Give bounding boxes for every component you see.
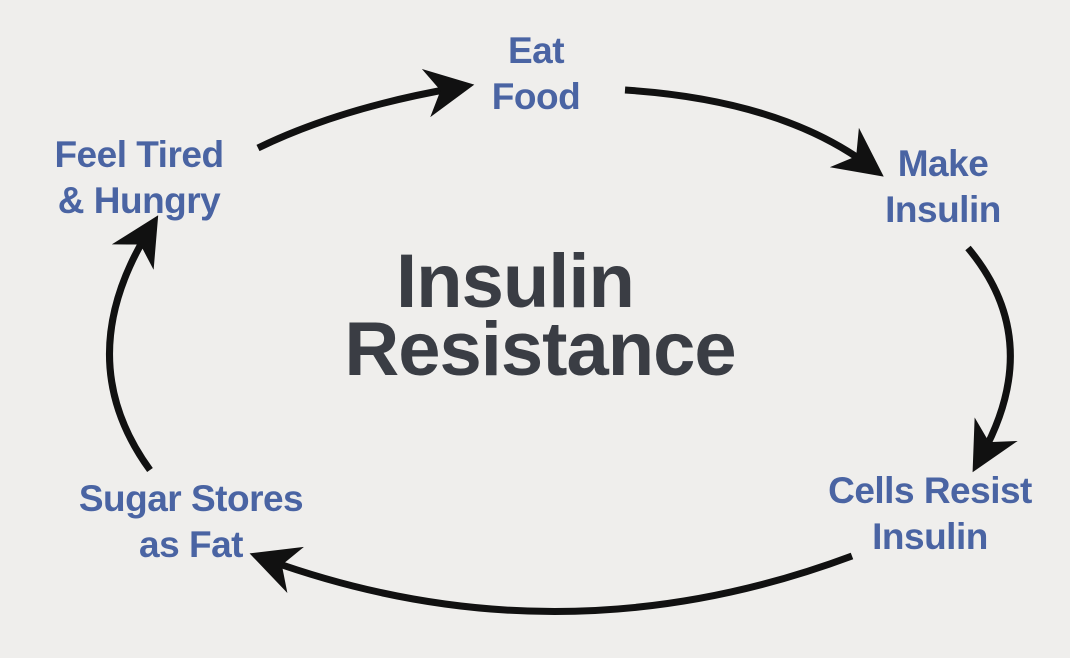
step-feel-tired-line2: & Hungry	[57, 180, 221, 221]
center-title-line2: Resistance	[344, 307, 736, 392]
arrow-make-to-cells	[965, 245, 1018, 473]
step-make-insulin-line1: Make	[897, 143, 989, 184]
step-eat-food-line2: Food	[491, 76, 581, 117]
step-sugar-stores-line1: Sugar Stores	[78, 478, 304, 519]
step-cells-resist-line2: Insulin	[872, 516, 988, 557]
step-eat-food-line1: Eat	[507, 30, 565, 71]
center-title: Insulin Resistance	[300, 244, 780, 392]
step-sugar-stores-line2: as Fat	[139, 524, 243, 565]
center-title-line1: Insulin	[396, 239, 635, 324]
step-make-insulin-line2: Insulin	[885, 189, 1001, 230]
step-feel-tired-line1: Feel Tired	[54, 134, 224, 175]
step-make-insulin: Make Insulin	[878, 141, 1008, 233]
step-feel-tired-hungry: Feel Tired & Hungry	[44, 132, 234, 224]
arrow-eat-to-make	[624, 86, 884, 177]
arrow-tired-to-eat	[256, 68, 475, 152]
step-sugar-stores-as-fat: Sugar Stores as Fat	[72, 476, 310, 568]
step-eat-food: Eat Food	[488, 28, 584, 120]
step-cells-resist-insulin: Cells Resist Insulin	[822, 468, 1038, 560]
arrow-cells-to-sugar	[249, 546, 854, 615]
step-cells-resist-line1: Cells Resist	[828, 470, 1032, 511]
arrow-sugar-to-tired	[106, 215, 159, 473]
